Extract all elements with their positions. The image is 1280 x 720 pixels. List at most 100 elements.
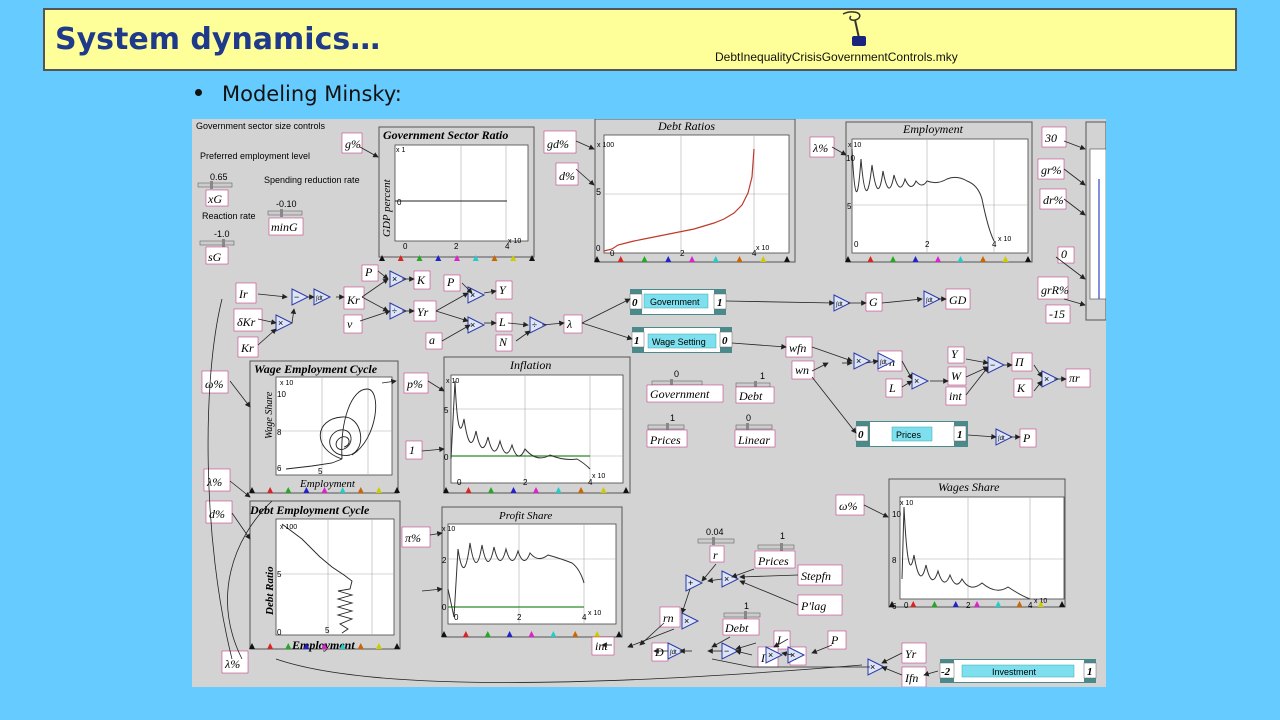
variable-box[interactable]: [1039, 188, 1067, 210]
variable-Yr1[interactable]: Yr: [413, 300, 437, 322]
operator-times[interactable]: ×: [681, 612, 700, 630]
variable-box[interactable]: [495, 334, 513, 352]
spending-reduction-thumb[interactable]: [280, 209, 283, 217]
variable-box[interactable]: [403, 372, 429, 394]
variable-W[interactable]: W: [947, 366, 967, 386]
variable-box[interactable]: [405, 440, 423, 460]
sG-variable[interactable]: [205, 246, 229, 265]
operator-shape[interactable]: [389, 270, 408, 288]
variable-d_pct2[interactable]: d%: [205, 500, 233, 524]
switch-slider[interactable]: [723, 612, 761, 618]
operator-times[interactable]: ×: [467, 316, 486, 334]
operator-times[interactable]: ×: [911, 372, 930, 390]
operator-dt[interactable]: ∫dt: [833, 294, 852, 312]
plot-employment[interactable]: Employment x 10 10 5 0 2 4 x 10: [845, 121, 1033, 263]
xG-variable[interactable]: [205, 189, 229, 207]
operator-shape[interactable]: [685, 574, 704, 592]
switch-linear[interactable]: 0 Linear: [734, 413, 776, 448]
variable-box[interactable]: [401, 526, 431, 548]
reaction-rate-thumb[interactable]: [222, 239, 225, 247]
variable-P4[interactable]: P: [827, 630, 847, 650]
switch-thumb[interactable]: [746, 423, 749, 431]
slider-thumb[interactable]: [712, 537, 715, 545]
switch-thumb[interactable]: [744, 611, 747, 619]
variable-c15[interactable]: -15: [1045, 304, 1071, 324]
switch-slider[interactable]: [735, 382, 771, 388]
variable-dr_pct[interactable]: dr%: [1039, 188, 1067, 210]
variable-box[interactable]: [201, 370, 229, 394]
variable-box[interactable]: [343, 314, 363, 334]
variable-box[interactable]: [205, 500, 233, 524]
model-operators[interactable]: −×∫dt×÷××÷∫dt∫dt×∫dt×−×∫dt+××−×∫dt××: [275, 270, 1060, 676]
variable-Yr2[interactable]: Yr: [901, 642, 927, 664]
variable-box[interactable]: [1041, 126, 1067, 148]
variable-c1d[interactable]: 1: [405, 440, 423, 460]
switch-thumb[interactable]: [666, 423, 669, 431]
minG-variable[interactable]: [268, 217, 304, 236]
variable-K2[interactable]: K: [1013, 378, 1033, 398]
variable-box[interactable]: [1057, 246, 1075, 264]
variable-c30[interactable]: 30: [1041, 126, 1067, 148]
variable-Ir[interactable]: Ir: [235, 282, 257, 304]
variable-c0a[interactable]: 0: [1057, 246, 1075, 264]
switch-debt-2[interactable]: 1 Debt: [722, 601, 761, 636]
variable-dKr[interactable]: δKr: [233, 308, 263, 332]
variable-pi_pct[interactable]: π%: [401, 526, 431, 548]
variable-P3[interactable]: P: [1019, 428, 1037, 448]
variable-omega_pct[interactable]: ω%: [201, 370, 229, 394]
operator-times[interactable]: ×: [853, 352, 872, 370]
variable-box[interactable]: [659, 606, 681, 628]
switch-slider[interactable]: [651, 380, 703, 386]
variable-box[interactable]: [361, 264, 379, 282]
group-prices[interactable]: Prices 0 1: [855, 421, 968, 447]
switch-slider[interactable]: [757, 544, 795, 550]
variable-box[interactable]: [1013, 378, 1033, 398]
operator-minus[interactable]: −: [987, 356, 1006, 374]
variable-box[interactable]: [443, 274, 461, 292]
variable-box[interactable]: [543, 130, 577, 154]
variable-box[interactable]: [341, 132, 363, 154]
variable-d_pct[interactable]: d%: [555, 162, 579, 186]
variable-Kr[interactable]: Kr: [237, 336, 259, 358]
variable-box[interactable]: [555, 162, 579, 186]
variable-D[interactable]: D: [651, 642, 669, 662]
variable-box[interactable]: [945, 386, 967, 406]
switch-thumb[interactable]: [754, 381, 757, 389]
operator-times[interactable]: ×: [275, 314, 294, 332]
plot-profit-share[interactable]: Profit Share x 10 2 0 0 2 4 x 10: [441, 506, 623, 638]
variable-Ifn[interactable]: Ifn: [901, 666, 927, 687]
plot-wage-employment-cycle[interactable]: Wage Employment Cycle x 10 10 8 6 5 Wage…: [249, 360, 399, 494]
operator-times[interactable]: ×: [721, 570, 740, 588]
operator-dt[interactable]: ∫dt: [995, 428, 1014, 446]
reaction-rate-slider[interactable]: [199, 240, 235, 246]
operator-times[interactable]: ×: [467, 286, 486, 304]
variable-box[interactable]: [901, 666, 927, 687]
variable-v[interactable]: v: [343, 314, 363, 334]
variable-Y1[interactable]: Y: [495, 280, 513, 300]
variable-L1[interactable]: L: [495, 312, 513, 332]
variable-lambda_pct[interactable]: λ%: [809, 136, 835, 158]
variable-box[interactable]: [235, 282, 257, 304]
operator-times[interactable]: ×: [765, 646, 784, 664]
plot-partial-right[interactable]: [1085, 121, 1106, 321]
variable-Plag[interactable]: P'lag: [797, 594, 843, 616]
variable-rn[interactable]: rn: [659, 606, 681, 628]
variable-p_pct[interactable]: p%: [403, 372, 429, 394]
variable-box[interactable]: [1011, 352, 1033, 372]
switch-government[interactable]: 0 Government: [646, 369, 724, 403]
operator-shape[interactable]: [787, 646, 806, 664]
plot-debt-ratios[interactable]: Debt Ratios x 100 5 0 0 2 4 x 10: [594, 119, 796, 263]
group-government[interactable]: Government 0 1: [629, 289, 727, 315]
variable-G[interactable]: G: [865, 292, 883, 312]
variable-box[interactable]: [1037, 276, 1069, 300]
variable-box[interactable]: [203, 468, 231, 492]
variable-pi_r[interactable]: πr: [1065, 368, 1091, 388]
variable-omega_pct2[interactable]: ω%: [835, 494, 865, 516]
plot-wages-share[interactable]: Wages Share x 10 10 8 6 0 2 4 x 10: [888, 478, 1066, 611]
operator-times[interactable]: ×: [867, 658, 886, 676]
variable-P2[interactable]: P: [443, 274, 461, 292]
variable-grR_pct[interactable]: grR%: [1037, 276, 1069, 300]
group-wage-setting[interactable]: Wage Setting 1 0: [631, 327, 733, 353]
operator-plus[interactable]: +: [685, 574, 704, 592]
operator-shape[interactable]: [1041, 370, 1060, 388]
